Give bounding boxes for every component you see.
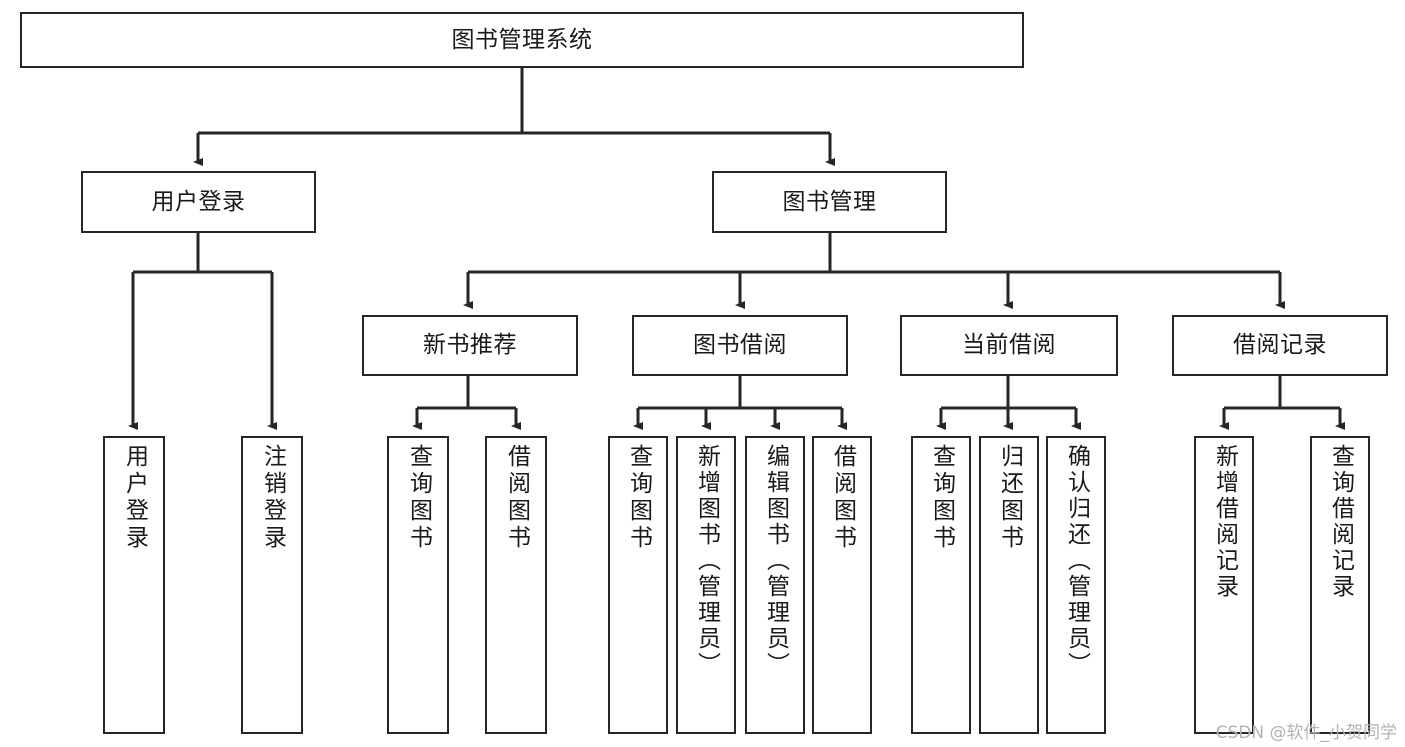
- leaf-borrow-book-2[interactable]: 借阅图书: [812, 436, 872, 734]
- node-borrow-record[interactable]: 借阅记录: [1172, 315, 1388, 376]
- node-borrow-record-label: 借阅记录: [1233, 332, 1327, 359]
- leaf-logout-login[interactable]: 注销登录: [241, 436, 303, 734]
- node-root-system[interactable]: 图书管理系统: [20, 12, 1024, 68]
- node-root-system-label: 图书管理系统: [451, 26, 593, 53]
- leaf-add-record-label: 新增借阅记录: [1211, 444, 1238, 600]
- leaf-query-book-2[interactable]: 查询图书: [608, 436, 668, 734]
- leaf-edit-book[interactable]: 编辑图书（管理员）: [745, 436, 805, 734]
- node-book-management[interactable]: 图书管理: [712, 171, 947, 233]
- node-user-login[interactable]: 用户登录: [81, 171, 316, 233]
- leaf-confirm-return[interactable]: 确认归还（管理员）: [1046, 436, 1106, 734]
- leaf-logout-login-label: 注销登录: [259, 444, 286, 552]
- leaf-return-book-label: 归还图书: [996, 444, 1023, 552]
- leaf-query-record[interactable]: 查询借阅记录: [1310, 436, 1370, 734]
- node-new-book-recommend-label: 新书推荐: [423, 332, 517, 359]
- node-book-borrow-label: 图书借阅: [693, 332, 787, 359]
- node-book-management-label: 图书管理: [782, 188, 877, 215]
- csdn-watermark: CSDN @软件_小贺同学: [1215, 723, 1397, 743]
- leaf-query-book-3[interactable]: 查询图书: [911, 436, 971, 734]
- leaf-add-record[interactable]: 新增借阅记录: [1194, 436, 1254, 734]
- leaf-query-book-1-label: 查询图书: [405, 444, 432, 552]
- leaf-query-record-label: 查询借阅记录: [1327, 444, 1354, 600]
- leaf-query-book-1[interactable]: 查询图书: [387, 436, 449, 734]
- leaf-borrow-book-2-label: 借阅图书: [829, 444, 856, 552]
- leaf-query-book-3-label: 查询图书: [928, 444, 955, 552]
- leaf-borrow-book-1[interactable]: 借阅图书: [485, 436, 547, 734]
- node-book-borrow[interactable]: 图书借阅: [632, 315, 848, 376]
- node-current-borrow-label: 当前借阅: [962, 332, 1056, 359]
- node-new-book-recommend[interactable]: 新书推荐: [362, 315, 578, 376]
- leaf-add-book-label: 新增图书（管理员）: [693, 444, 720, 678]
- leaf-borrow-book-1-label: 借阅图书: [503, 444, 530, 552]
- leaf-edit-book-label: 编辑图书（管理员）: [762, 444, 789, 678]
- leaf-user-login-label: 用户登录: [121, 444, 148, 552]
- leaf-add-book[interactable]: 新增图书（管理员）: [676, 436, 736, 734]
- node-current-borrow[interactable]: 当前借阅: [900, 315, 1118, 376]
- leaf-confirm-return-label: 确认归还（管理员）: [1063, 444, 1090, 678]
- leaf-query-book-2-label: 查询图书: [625, 444, 652, 552]
- leaf-return-book[interactable]: 归还图书: [979, 436, 1039, 734]
- leaf-user-login[interactable]: 用户登录: [103, 436, 165, 734]
- node-user-login-label: 用户登录: [151, 188, 246, 215]
